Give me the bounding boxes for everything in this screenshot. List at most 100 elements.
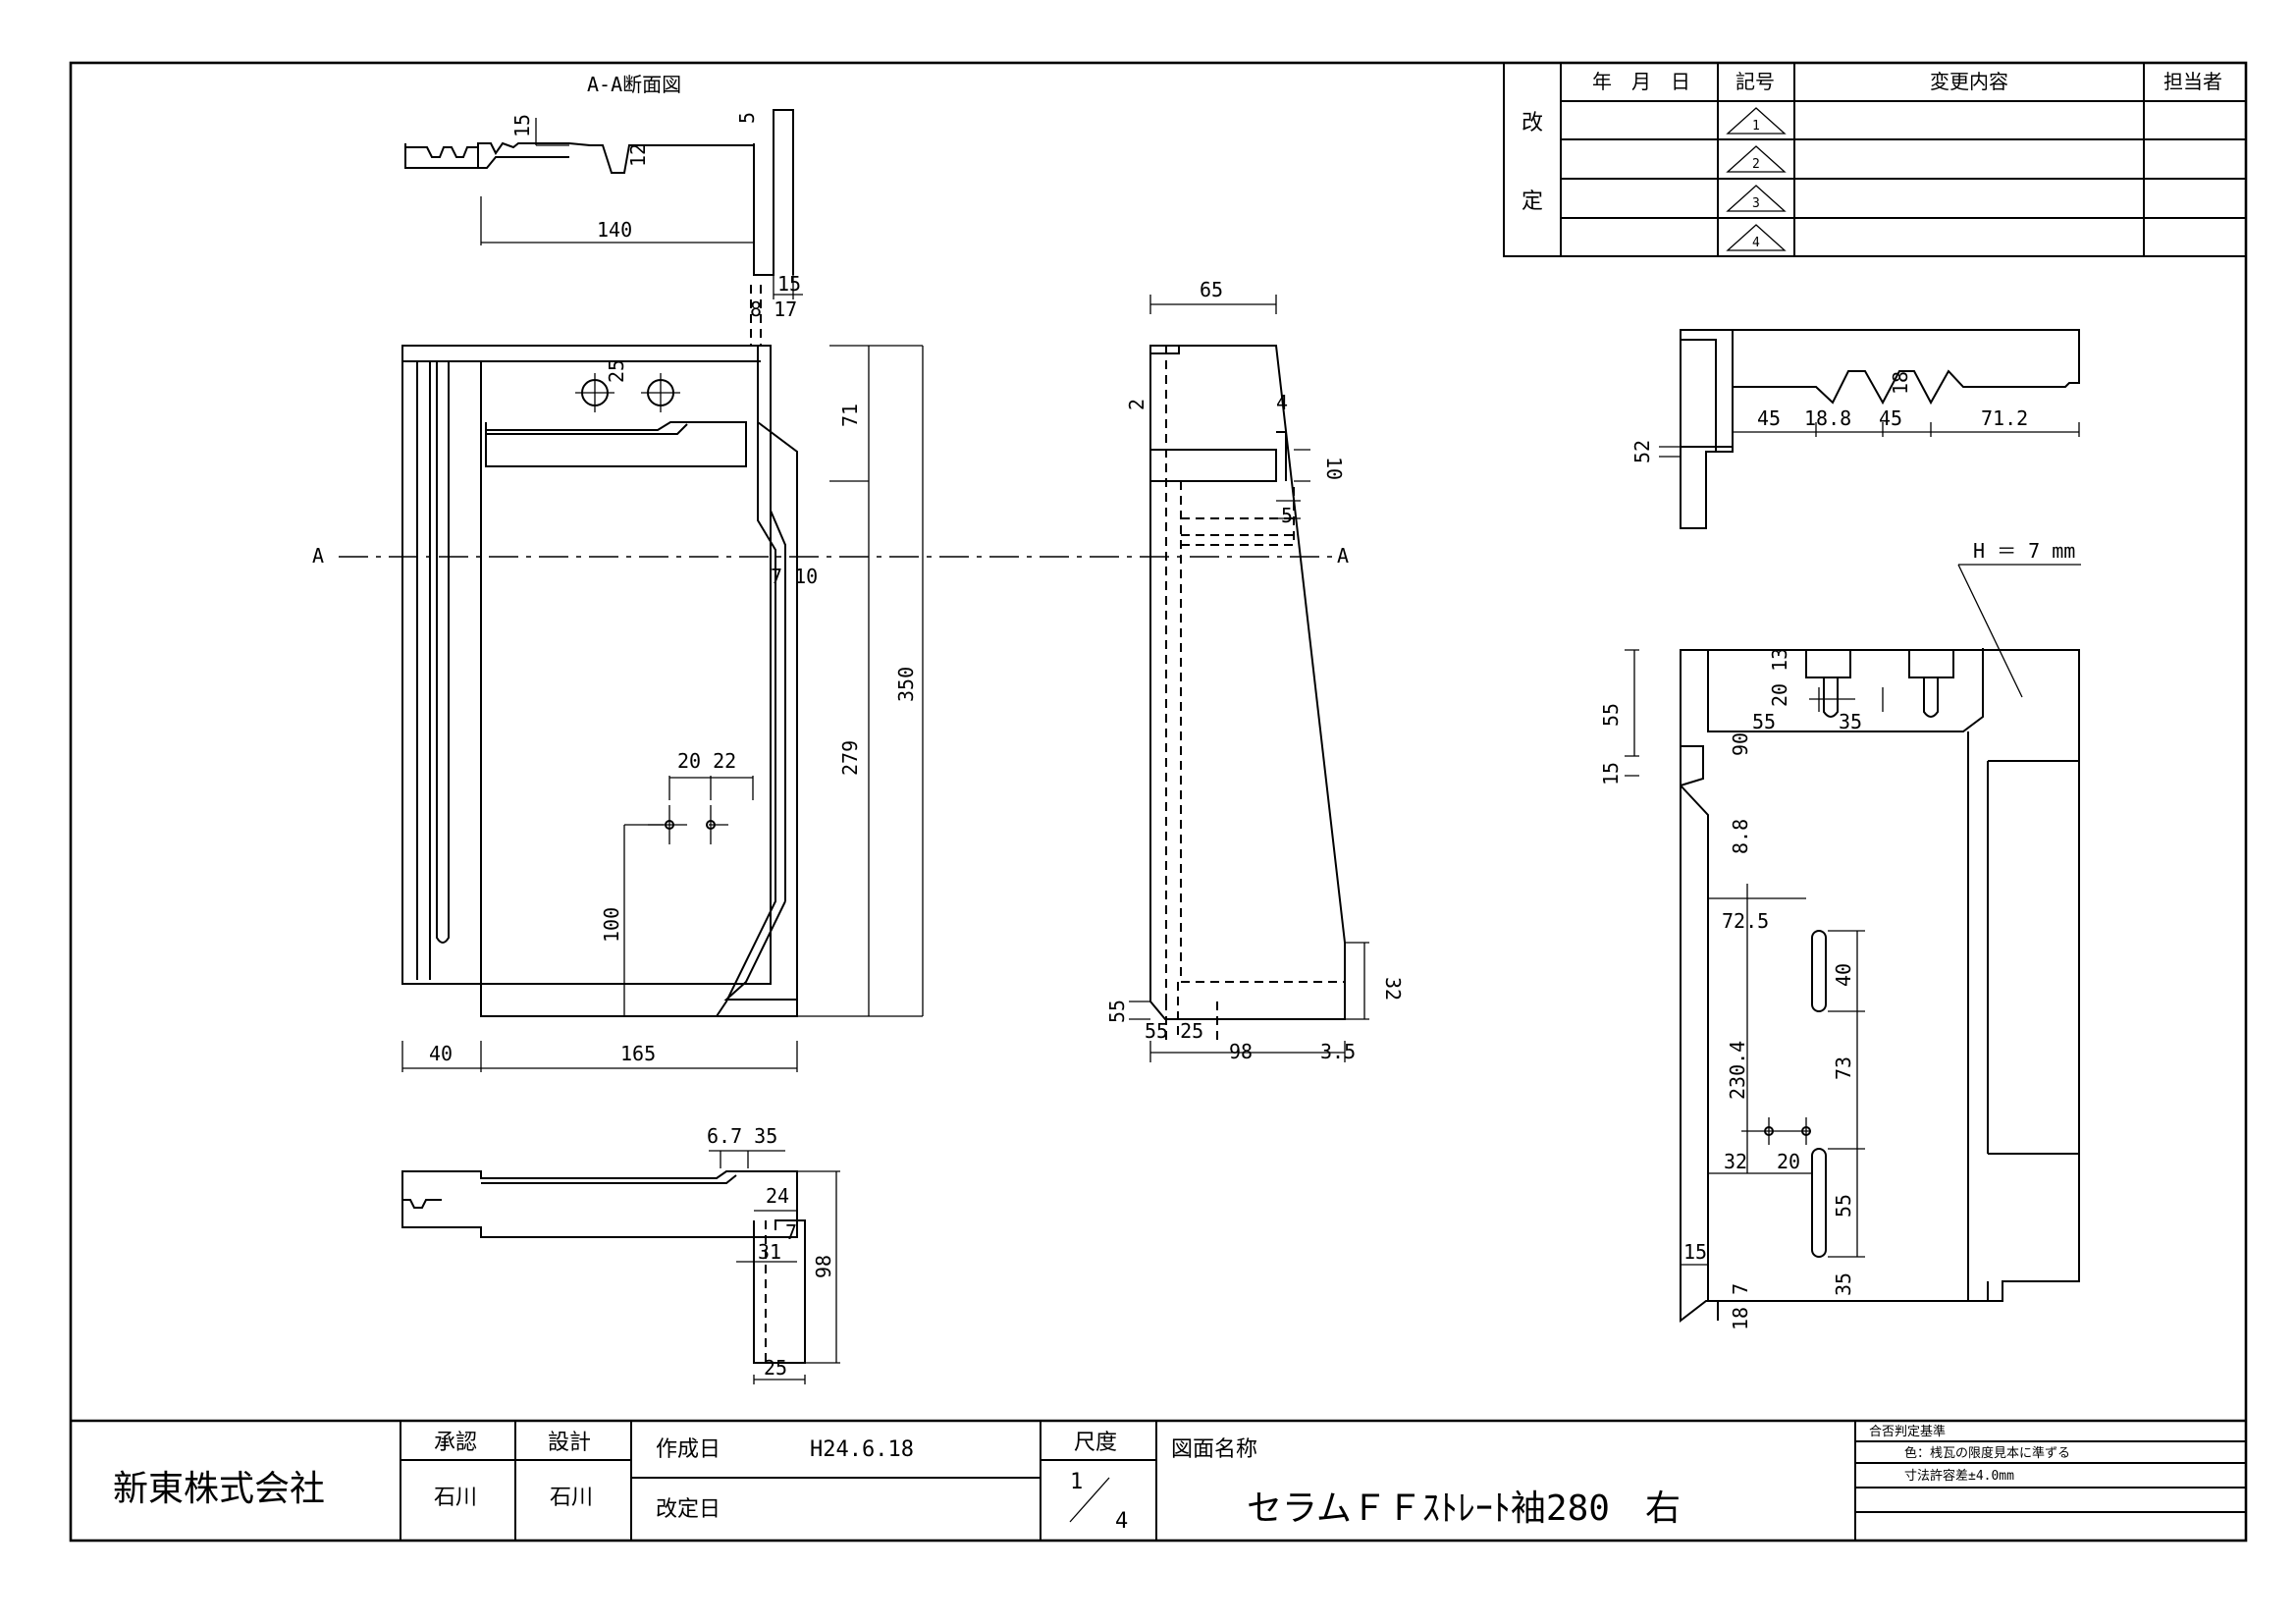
dim-55-side: 55: [1105, 1000, 1129, 1023]
dim-15-right: 15: [777, 272, 801, 296]
dim-top-45a: 45: [1757, 406, 1781, 430]
dim-rear-20-13: 20 13: [1768, 648, 1791, 707]
dim-top-71-2: 71.2: [1981, 406, 2028, 430]
dim-5-top: 5: [735, 112, 759, 124]
scale-denominator: 4: [1115, 1509, 1128, 1534]
slot-upper: [1811, 930, 1827, 1012]
title-block: 新東株式会社 承認 石川 設計 石川 作成日 H24.6.18 改定日 尺度 1…: [71, 1419, 2246, 1541]
created-date: H24.6.18: [810, 1437, 914, 1462]
scale-label: 尺度: [1074, 1431, 1117, 1455]
dim-12: 12: [626, 143, 650, 167]
dim-98-side: 98: [1229, 1040, 1253, 1063]
dim-top-18: 18: [1889, 371, 1912, 395]
revision-mark-3: 3: [1752, 196, 1760, 211]
revision-table: 改 定 年 月 日 記号 変更内容 担当者 1 2 3 4: [1503, 62, 2247, 257]
dim-top-52: 52: [1630, 440, 1654, 463]
section-mark-a-left: A: [312, 544, 324, 568]
criteria-color: 色：桟瓦の限度見本に準ずる: [1904, 1445, 2070, 1461]
dim-8-17: 8 17: [750, 298, 797, 321]
dim-25: 25: [605, 359, 628, 383]
revision-side-label-2: 定: [1522, 189, 1543, 214]
section-mark-a-right: A: [1337, 544, 1349, 568]
dim-40: 40: [429, 1042, 453, 1065]
dim-10: 10: [1322, 457, 1346, 480]
side-view: 65 2 4 10 5 32 55 55 25 98 3.5: [1105, 278, 1405, 1063]
scale-fraction-slash: [1069, 1477, 1110, 1523]
dim-140: 140: [597, 218, 632, 242]
dim-rear-35b: 35: [1832, 1272, 1855, 1296]
dim-32: 32: [1381, 977, 1405, 1001]
revision-mark-triangle-1: [1726, 107, 1787, 135]
dim-rear-8-8: 8.8: [1729, 819, 1752, 854]
revision-mark-1: 1: [1752, 119, 1760, 134]
dim-rear-35: 35: [1839, 710, 1862, 733]
dim-5-side: 5: [1281, 504, 1293, 527]
top-view: 45 18.8 45 71.2 18 52: [1630, 329, 2080, 529]
revision-col-date: 年 月 日: [1592, 70, 1690, 93]
scale-numerator: 1: [1070, 1470, 1083, 1494]
approve-label: 承認: [434, 1431, 477, 1455]
dim-100: 100: [600, 907, 623, 943]
dim-rear-55: 55: [1599, 703, 1623, 727]
dim-71: 71: [838, 404, 862, 427]
dim-31: 31: [758, 1240, 781, 1264]
drawing-name-label: 図面名称: [1171, 1437, 1257, 1462]
bottom-view: 98 6.7 35 24 31 7 25: [401, 1124, 840, 1384]
revision-mark-2: 2: [1752, 157, 1760, 172]
dim-top-18-8: 18.8: [1804, 406, 1851, 430]
revision-mark-triangle-4: [1726, 224, 1787, 251]
dim-2: 2: [1125, 399, 1148, 410]
design-name: 石川: [550, 1486, 593, 1510]
section-title: A-A断面図: [587, 73, 681, 96]
dim-top-45b: 45: [1879, 406, 1902, 430]
dim-rear-55c: 55: [1832, 1194, 1855, 1218]
dim-15-top: 15: [510, 114, 534, 137]
dim-7-bottom: 7: [785, 1220, 797, 1244]
revision-mark-triangle-2: [1726, 145, 1787, 173]
dim-7-10: 7 10: [771, 565, 818, 588]
dim-rear-15: 15: [1599, 762, 1623, 785]
dim-rear-72-5: 72.5: [1722, 909, 1769, 933]
dim-rear-90: 90: [1729, 732, 1752, 756]
created-label: 作成日: [656, 1437, 721, 1462]
revision-side-label-1: 改: [1522, 111, 1543, 135]
dim-65: 65: [1200, 278, 1223, 301]
dim-6-7-35: 6.7 35: [707, 1124, 777, 1148]
dim-rear-32: 32: [1724, 1150, 1747, 1173]
revision-col-person: 担当者: [2163, 70, 2222, 93]
revision-mark-4: 4: [1752, 236, 1760, 250]
dim-rear-40: 40: [1832, 963, 1855, 987]
dim-350: 350: [894, 667, 918, 702]
dim-165: 165: [620, 1042, 656, 1065]
dim-rear-55b: 55: [1752, 710, 1776, 733]
section-aa-view: A-A断面図 140 15 5 12 15 8 17: [404, 73, 803, 346]
dim-279: 279: [838, 740, 862, 776]
rear-view: H ＝ 7 mm 55 15 20 13 90 55 35 8.8 72.5 4…: [1599, 539, 2081, 1330]
dim-rear-18-7: 18 7: [1729, 1283, 1752, 1330]
dim-98-bottom: 98: [812, 1255, 835, 1278]
front-view: 25 71 350 279 7 10 A A 20 22 100 40 165: [312, 345, 1349, 1072]
dim-rear-15b: 15: [1683, 1240, 1707, 1264]
dim-rear-230-4: 230.4: [1726, 1041, 1749, 1100]
label-h-7mm: H ＝ 7 mm: [1973, 539, 2075, 563]
drawing-frame: [69, 61, 2248, 1543]
criteria-title: 合否判定基準: [1869, 1424, 1946, 1439]
dim-rear-20: 20: [1777, 1150, 1800, 1173]
dim-24: 24: [766, 1184, 789, 1208]
drawing-name: セラムＦＦｽﾄﾚｰﾄ袖280 右: [1247, 1489, 1681, 1529]
slot-lower: [1811, 1148, 1827, 1258]
revised-label: 改定日: [656, 1497, 721, 1522]
revision-col-content: 変更内容: [1930, 70, 2008, 93]
dim-4: 4: [1276, 391, 1288, 414]
approve-name: 石川: [434, 1486, 477, 1510]
dim-25-bottom: 25: [764, 1356, 787, 1380]
design-label: 設計: [548, 1431, 591, 1455]
criteria-tolerance: 寸法許容差±4.0mm: [1904, 1468, 2014, 1484]
company-name: 新東株式会社: [113, 1469, 325, 1509]
dim-20-22: 20 22: [677, 749, 736, 773]
revision-col-mark: 記号: [1735, 70, 1775, 93]
dim-55-25: 55 25: [1145, 1019, 1203, 1043]
revision-mark-triangle-3: [1726, 185, 1787, 212]
dim-rear-73: 73: [1832, 1056, 1855, 1080]
